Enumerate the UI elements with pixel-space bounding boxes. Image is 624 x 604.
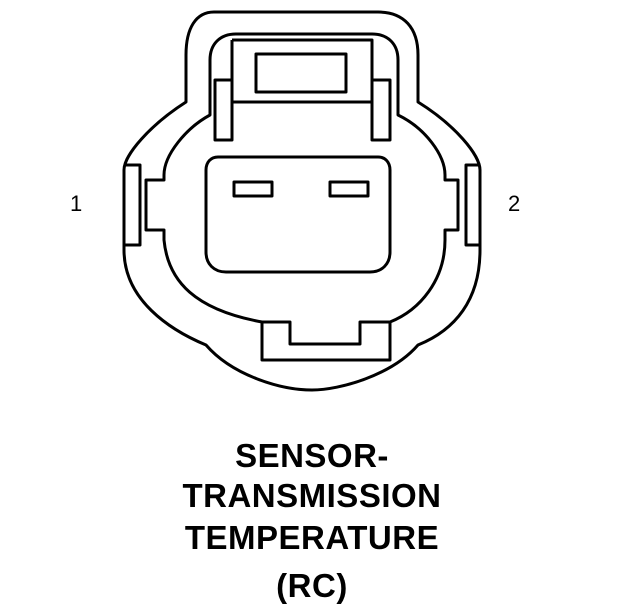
caption-line-2: TRANSMISSION (182, 477, 442, 514)
connector-inner-outline (144, 32, 460, 346)
caption-line-3: TEMPERATURE (184, 519, 440, 556)
caption-line-1: SENSOR- (235, 437, 389, 474)
right-key-tab (464, 163, 480, 247)
terminal-cavity (204, 155, 392, 274)
pin-2-label: 2 (508, 191, 521, 216)
bottom-key-notch (260, 322, 392, 362)
pin-1-terminal-slot (232, 180, 274, 198)
caption-line-4: (RC) (276, 567, 348, 604)
locking-latch (213, 38, 392, 142)
latch-window (254, 52, 348, 94)
connector-outer-outline (122, 10, 482, 392)
pin-2-terminal-slot (328, 180, 370, 198)
pin-1-label: 1 (70, 191, 83, 216)
left-key-tab (124, 163, 142, 247)
